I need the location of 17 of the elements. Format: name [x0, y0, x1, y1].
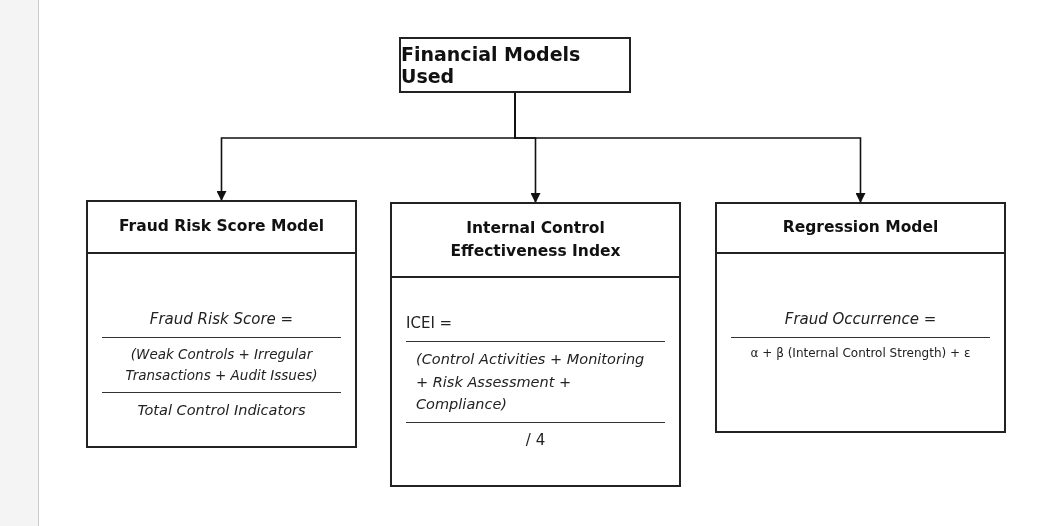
- formula-text: ICEI =: [406, 313, 454, 334]
- formula-text: Fraud Occurrence =: [783, 309, 938, 330]
- formula-text: / 4: [524, 429, 547, 451]
- formula-text: (Control Activities + Monitoring + Risk Assessment + Compliance): [415, 350, 646, 415]
- formula-text: Fraud Risk Score =: [148, 309, 295, 330]
- title-text: Financial Models Used: [401, 43, 582, 87]
- formula-text: Total Control Indicators: [136, 401, 307, 421]
- model-box: [86, 200, 357, 448]
- model-heading: Internal Control Effectiveness Index: [449, 217, 622, 262]
- formula-text: (Weak Controls + Irregular Transactions + Audit Issues): [124, 345, 319, 386]
- title-box: [399, 37, 631, 93]
- model-heading: Regression Model: [781, 217, 940, 239]
- model-heading: Fraud Risk Score Model: [118, 216, 325, 238]
- arrow: [514, 92, 866, 203]
- model-box: [390, 202, 681, 487]
- formula-text: α + β (Internal Control Strength) + ε: [749, 345, 972, 363]
- model-box: [715, 202, 1006, 433]
